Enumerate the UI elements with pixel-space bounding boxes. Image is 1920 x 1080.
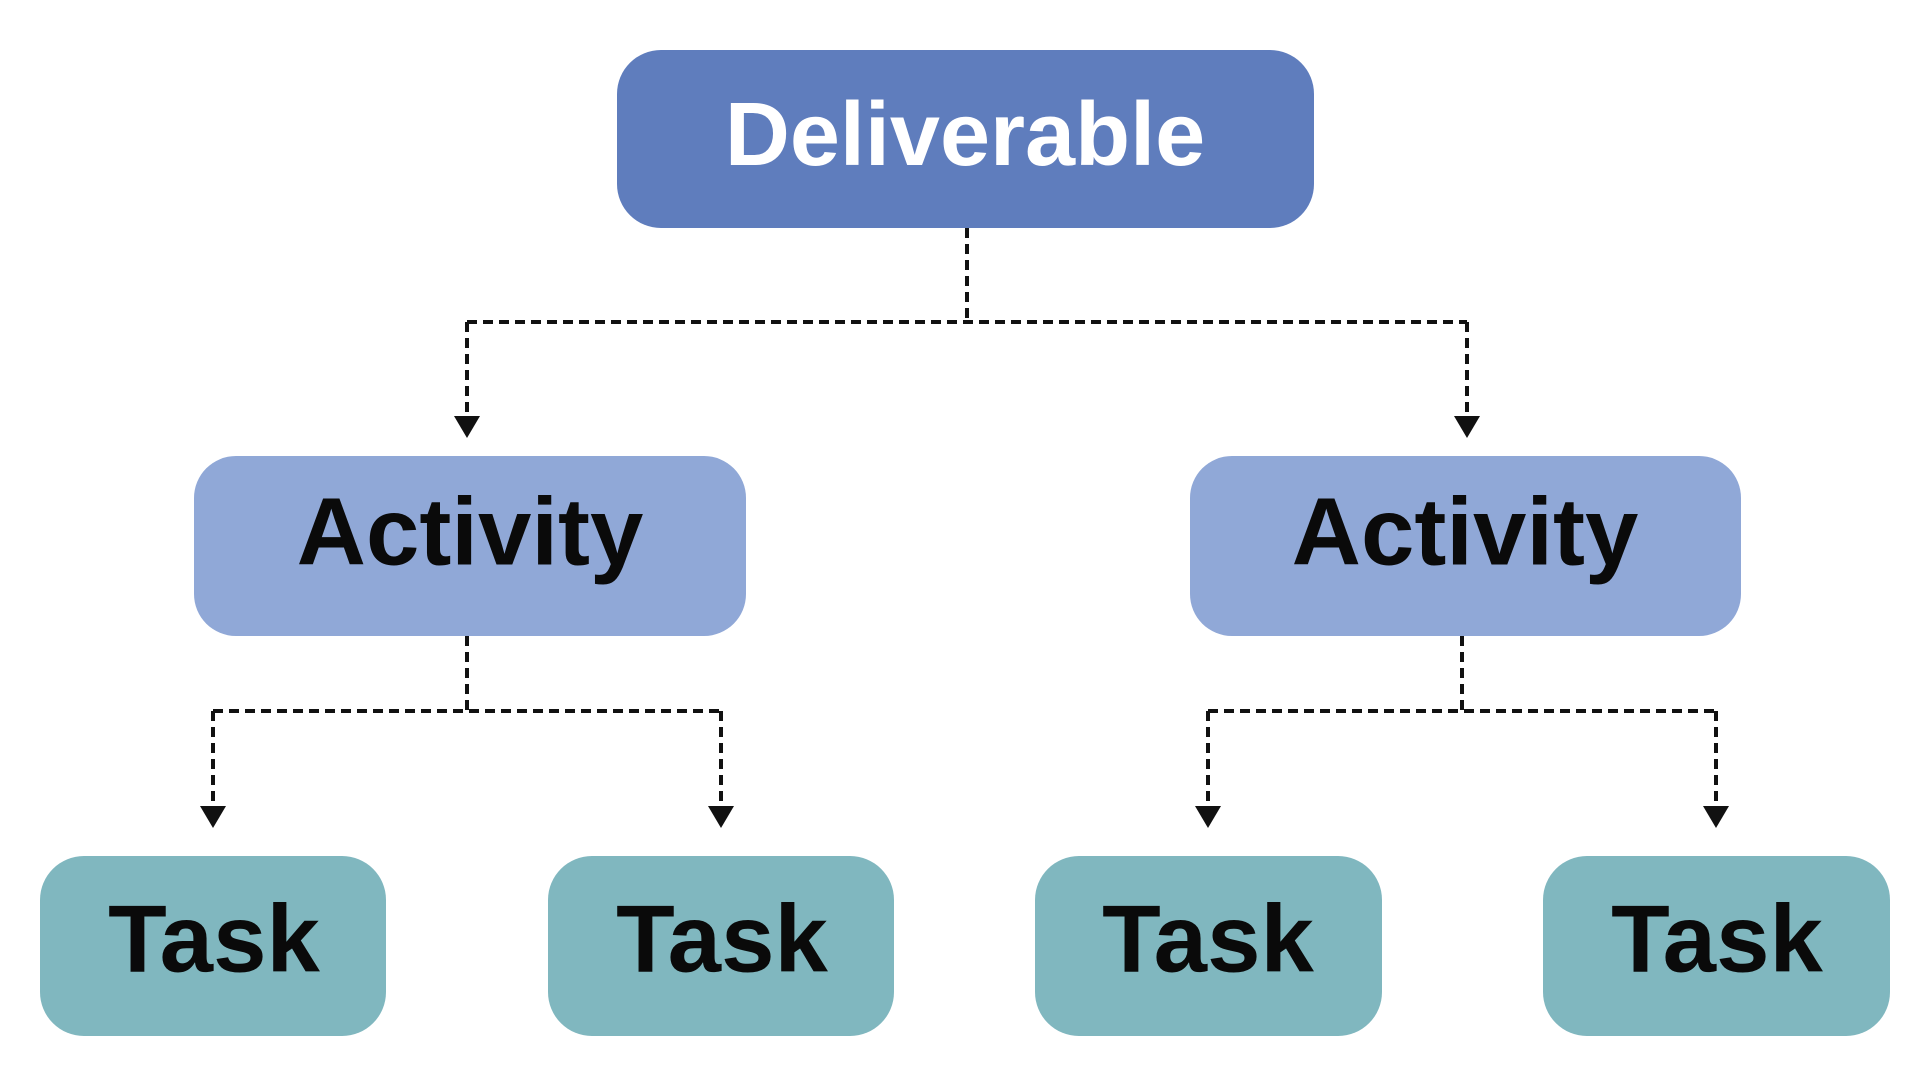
arrowhead-task-4 [1703, 806, 1729, 828]
task-box-1 [40, 856, 386, 1036]
deliverable-box [617, 50, 1314, 228]
arrowhead-activity-2 [1454, 416, 1480, 438]
arrowheads-root [454, 416, 1480, 438]
activity-node-2: Activity [1190, 456, 1741, 636]
task-box-3 [1035, 856, 1382, 1036]
deliverable-node: Deliverable [617, 50, 1314, 228]
activity-label-2: Activity [1292, 478, 1639, 585]
connectors-activity-2 [1206, 636, 1718, 807]
arrowhead-activity-1 [454, 416, 480, 438]
deliverable-label: Deliverable [725, 85, 1205, 185]
activity-box-1 [194, 456, 746, 636]
task-label-3: Task [1102, 885, 1314, 992]
activity-box-2 [1190, 456, 1741, 636]
task-label-4: Task [1611, 885, 1823, 992]
arrowhead-task-1 [200, 806, 226, 828]
task-label-2: Task [616, 885, 828, 992]
task-node-3: Task [1035, 856, 1382, 1036]
task-node-4: Task [1543, 856, 1890, 1036]
activity-node-1: Activity [194, 456, 746, 636]
arrowhead-task-3 [1195, 806, 1221, 828]
task-box-2 [548, 856, 894, 1036]
activity-label-1: Activity [297, 478, 644, 585]
connectors-root [465, 228, 1469, 418]
task-node-1: Task [40, 856, 386, 1036]
task-label-1: Task [108, 885, 320, 992]
arrowheads-activity-1 [200, 806, 734, 828]
task-box-4 [1543, 856, 1890, 1036]
task-node-2: Task [548, 856, 894, 1036]
connectors-activity-1 [211, 636, 723, 807]
arrowheads-activity-2 [1195, 806, 1729, 828]
arrowhead-task-2 [708, 806, 734, 828]
